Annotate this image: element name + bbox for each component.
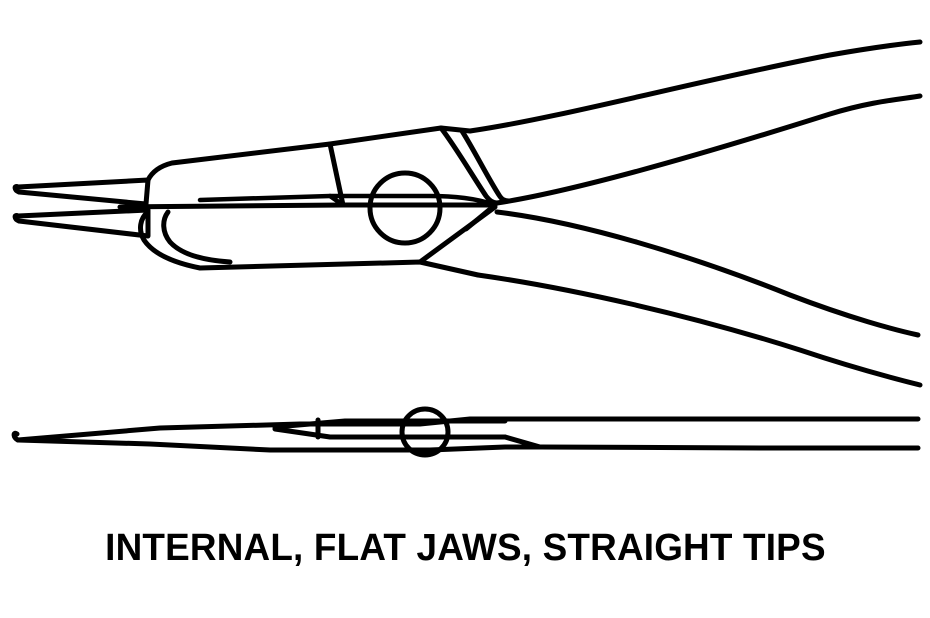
top-view-group — [12, 39, 923, 388]
side-view-group — [11, 406, 921, 458]
side-view-middle-seam-lower — [272, 426, 508, 440]
jaw-seam-highlight-lower — [327, 193, 346, 208]
lower-jaw-body — [138, 209, 481, 278]
side-view-blade-taper — [502, 434, 543, 450]
jaw-seam-highlight — [197, 193, 495, 207]
side-view-middle-seam — [272, 418, 508, 430]
upper-handle-inner-line — [494, 93, 923, 206]
pivot-boss-circle — [399, 406, 451, 458]
lower-jaw-head-inner-line — [463, 207, 492, 232]
lower-jaw-tip — [12, 207, 151, 239]
upper-handle-outer-line — [467, 39, 923, 134]
upper-jaw-head-inner-curve — [459, 128, 512, 204]
caption-container: INTERNAL, FLAT JAWS, STRAIGHT TIPS — [0, 518, 930, 578]
side-view-bottom-edge — [15, 437, 921, 453]
lower-handle-outer-line — [475, 272, 923, 388]
lower-jaw-inner-edge — [161, 209, 233, 265]
upper-jaw-body — [145, 125, 473, 183]
lower-handle-inner-line — [494, 209, 921, 338]
figure-caption: INTERNAL, FLAT JAWS, STRAIGHT TIPS — [104, 527, 826, 569]
upper-jaw-tip — [12, 177, 151, 207]
pivot-circle — [367, 170, 443, 246]
